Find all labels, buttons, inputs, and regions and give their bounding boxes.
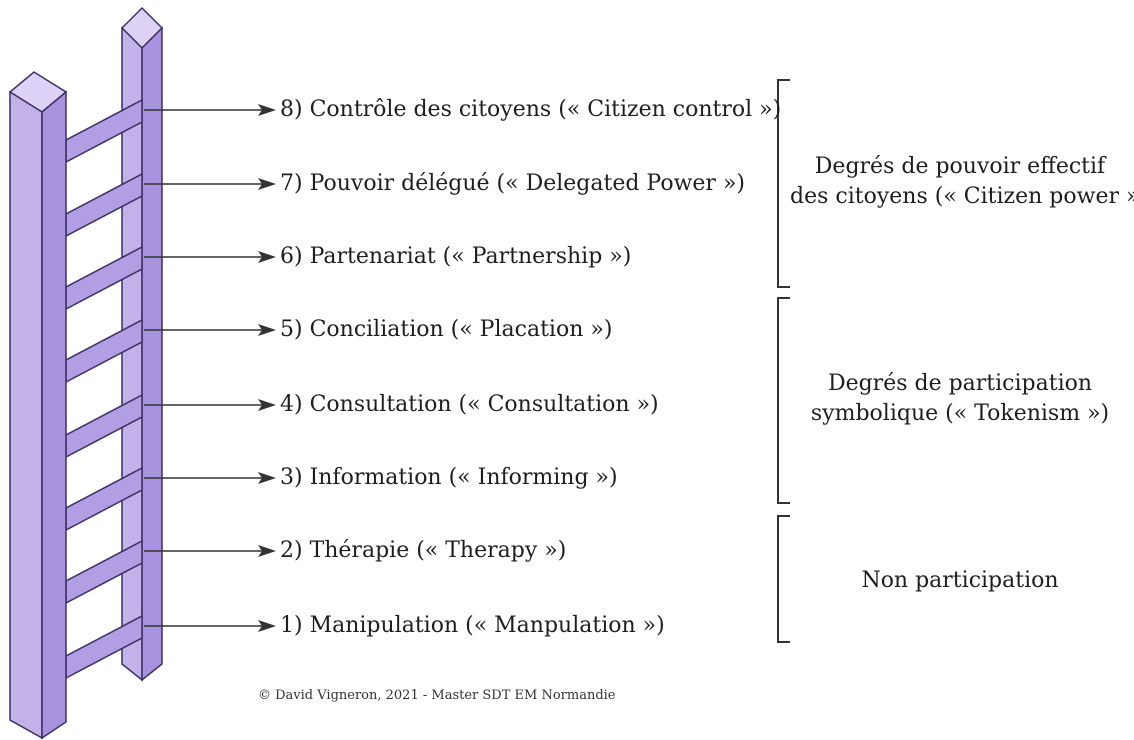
group-bracket-2 <box>777 297 790 504</box>
group-label-line: Non participation <box>861 568 1059 593</box>
rung-label-8: 8) Contrôle des citoyens (« Citizen cont… <box>280 97 782 122</box>
arrow-head-1 <box>258 620 276 632</box>
group-label-tokenism: Degrés de participation symbolique (« To… <box>790 369 1130 429</box>
group-bracket-1 <box>777 79 790 288</box>
ladder-front-rail <box>8 71 68 740</box>
arrow-head-6 <box>258 251 276 263</box>
rung-label-3: 3) Information (« Informing ») <box>280 465 618 490</box>
group-label-non-participation: Non participation <box>790 566 1130 596</box>
arrow-head-4 <box>258 399 276 411</box>
arrow-head-8 <box>258 104 276 116</box>
arrow-head-5 <box>258 324 276 336</box>
group-label-line: Degrés de pouvoir effectif <box>814 154 1106 179</box>
arrow-head-3 <box>258 472 276 484</box>
rung-label-5: 5) Conciliation (« Placation ») <box>280 317 613 342</box>
ladder-rungs <box>65 98 143 680</box>
rung-label-1: 1) Manipulation (« Manpulation ») <box>280 613 665 638</box>
rung-label-7: 7) Pouvoir délégué (« Delegated Power ») <box>280 171 745 196</box>
rung-label-2: 2) Thérapie (« Therapy ») <box>280 538 567 563</box>
arrow-head-7 <box>258 178 276 190</box>
group-bracket-3 <box>777 515 790 643</box>
rung-label-4: 4) Consultation (« Consultation ») <box>280 392 659 417</box>
group-label-line: symbolique (« Tokenism ») <box>810 401 1110 426</box>
group-label-line: Degrés de participation <box>827 371 1093 396</box>
rung-label-6: 6) Partenariat (« Partnership ») <box>280 244 632 269</box>
copyright-credit: © David Vigneron, 2021 - Master SDT EM N… <box>258 688 616 703</box>
group-label-citizen-power: Degrés de pouvoir effectif des citoyens … <box>790 152 1134 212</box>
rung-arrows <box>144 104 276 632</box>
group-brackets <box>777 79 790 643</box>
arrow-head-2 <box>258 545 276 557</box>
group-label-line: des citoyens (« Citizen power ») <box>790 184 1134 209</box>
